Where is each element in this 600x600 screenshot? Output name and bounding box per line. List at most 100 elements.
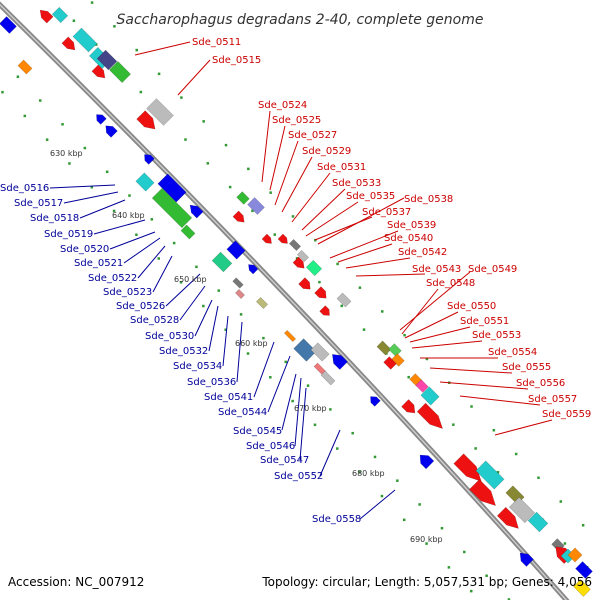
- leader-line: [409, 326, 471, 343]
- gene-label[interactable]: Sde_0558: [312, 514, 361, 525]
- tick-dot: [492, 429, 496, 432]
- gene-arrow: [144, 154, 155, 165]
- gene-arrow: [496, 506, 519, 529]
- tick-dot: [112, 209, 116, 213]
- gene-label[interactable]: Sde_0535: [346, 191, 395, 202]
- gene-box: [109, 61, 131, 83]
- gene-arrow: [261, 233, 272, 244]
- tick-dot: [358, 286, 362, 289]
- gene-label[interactable]: Sde_0541: [204, 392, 253, 403]
- gene-box-body: [151, 187, 193, 229]
- gene-box-body: [310, 342, 330, 362]
- gene-label[interactable]: Sde_0511: [192, 37, 241, 48]
- gene-box-body: [293, 338, 317, 362]
- gene-label[interactable]: Sde_0544: [218, 407, 267, 418]
- tick-dot: [425, 542, 428, 545]
- gene-label[interactable]: Sde_0543: [412, 264, 461, 275]
- gene-arrow: [277, 233, 288, 244]
- tick-label-670: 670 kbp: [294, 404, 327, 413]
- gene-box-body: [236, 191, 250, 205]
- gene-label[interactable]: Sde_0516: [0, 183, 49, 194]
- map-title: Saccharophagus degradans 2-40, complete …: [117, 12, 484, 28]
- gene-label[interactable]: Sde_0531: [317, 162, 366, 173]
- gene-label[interactable]: Sde_0554: [488, 347, 537, 358]
- tick-label-680: 680 kbp: [352, 469, 385, 478]
- gene-arrow-body: [519, 552, 534, 567]
- leader-line: [222, 315, 229, 367]
- gene-arrow-body: [298, 277, 311, 290]
- gene-label[interactable]: Sde_0524: [258, 100, 307, 111]
- tick-dot: [239, 313, 243, 316]
- gene-arrow-body: [370, 396, 381, 407]
- gene-label[interactable]: Sde_0528: [130, 315, 179, 326]
- gene-label[interactable]: Sde_0548: [426, 278, 475, 289]
- gene-label[interactable]: Sde_0556: [516, 378, 565, 389]
- tick-dot: [373, 455, 377, 459]
- tick-dot: [273, 233, 277, 236]
- tick-dot: [61, 123, 64, 126]
- gene-label[interactable]: Sde_0555: [502, 362, 551, 373]
- gene-label[interactable]: Sde_0553: [472, 330, 521, 341]
- gene-label[interactable]: Sde_0550: [447, 301, 496, 312]
- tick-dot: [485, 574, 488, 577]
- gene-label[interactable]: Sde_0522: [88, 273, 137, 284]
- gene-label[interactable]: Sde_0529: [302, 146, 351, 157]
- gene-label[interactable]: Sde_0520: [60, 244, 109, 255]
- gene-arrow-body: [416, 402, 444, 430]
- gene-label[interactable]: Sde_0537: [362, 207, 411, 218]
- gene-box-body: [305, 259, 323, 277]
- gene-box: [236, 191, 250, 205]
- gene-label[interactable]: Sde_0526: [116, 301, 165, 312]
- leader-line: [165, 273, 201, 307]
- gene-label[interactable]: Sde_0547: [260, 455, 309, 466]
- gene-label[interactable]: Sde_0539: [387, 220, 436, 231]
- tick-dot: [425, 357, 429, 361]
- tick-dot: [403, 518, 406, 522]
- gene-box: [573, 579, 591, 597]
- gene-box: [235, 289, 245, 299]
- tick-dot: [179, 281, 183, 284]
- gene-box-body: [146, 98, 174, 126]
- gene-box-body: [296, 249, 310, 263]
- gene-label[interactable]: Sde_0521: [74, 258, 123, 269]
- gene-label[interactable]: Sde_0536: [187, 377, 236, 388]
- tick-dot: [380, 494, 384, 498]
- gene-label[interactable]: Sde_0545: [233, 426, 282, 437]
- gene-label[interactable]: Sde_0534: [173, 361, 222, 372]
- gene-label[interactable]: Sde_0519: [44, 229, 93, 240]
- gene-label[interactable]: Sde_0552: [274, 471, 323, 482]
- gene-label[interactable]: Sde_0540: [384, 233, 433, 244]
- gene-label[interactable]: Sde_0551: [460, 316, 509, 327]
- label-leader-lines: [49, 41, 553, 520]
- gene-label[interactable]: Sde_0518: [30, 213, 79, 224]
- gene-label[interactable]: Sde_0530: [145, 331, 194, 342]
- gene-arrow: [61, 36, 76, 51]
- gene-box-body: [96, 49, 118, 71]
- tick-dot: [105, 170, 109, 174]
- gene-box: [211, 251, 233, 273]
- gene-label[interactable]: Sde_0559: [542, 409, 591, 420]
- gene-label[interactable]: Sde_0538: [404, 194, 453, 205]
- tick-dot: [474, 447, 477, 450]
- gene-box: [157, 173, 187, 203]
- leader-line: [93, 219, 146, 235]
- gene-label[interactable]: Sde_0546: [246, 441, 295, 452]
- gene-label[interactable]: Sde_0525: [272, 115, 321, 126]
- gene-box: [388, 343, 402, 357]
- gene-arrow-body: [453, 453, 482, 482]
- tick-label-690: 690 kbp: [410, 535, 443, 544]
- gene-label[interactable]: Sde_0523: [103, 287, 152, 298]
- tick-dot: [90, 1, 94, 4]
- gene-label[interactable]: Sde_0515: [212, 55, 261, 66]
- gene-box: [305, 259, 323, 277]
- gene-label[interactable]: Sde_0527: [288, 130, 337, 141]
- leader-line: [299, 387, 307, 461]
- kbp-tick-labels: 630 kbp 640 kbp 650 kbp 660 kbp 670 kbp …: [50, 149, 443, 544]
- gene-label[interactable]: Sde_0533: [332, 178, 381, 189]
- gene-label[interactable]: Sde_0532: [159, 346, 208, 357]
- gene-label[interactable]: Sde_0549: [468, 264, 517, 275]
- gene-label[interactable]: Sde_0517: [14, 198, 63, 209]
- gene-label[interactable]: Sde_0557: [528, 394, 577, 405]
- gene-label[interactable]: Sde_0542: [398, 247, 447, 258]
